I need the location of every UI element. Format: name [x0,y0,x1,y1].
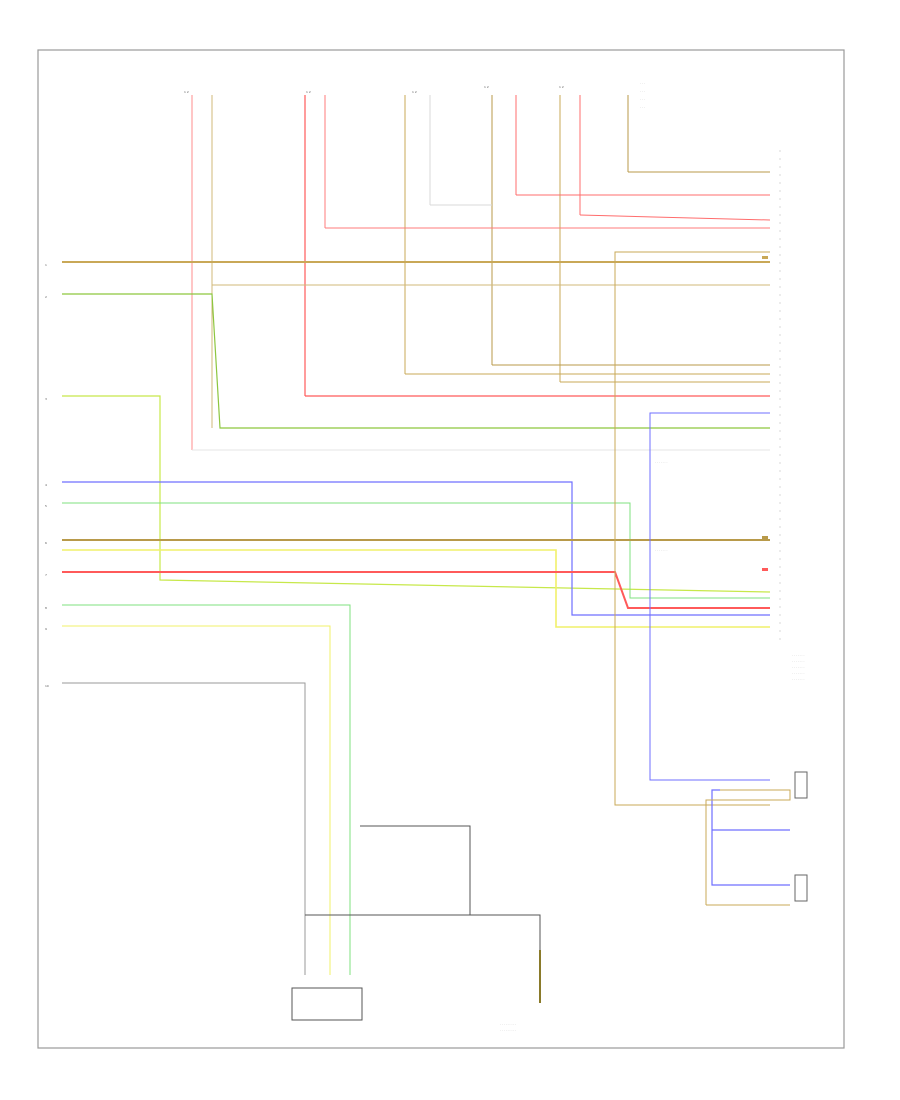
svg-text:· · · · · · ·: · · · · · · · [792,671,804,675]
svg-text:· · ·: · · · [640,105,645,109]
svg-text:3: 3 [45,397,47,401]
rear-right-speaker [705,771,808,905]
diagram-frame [37,49,845,1049]
svg-text:1 2: 1 2 [484,85,489,89]
svg-text:· · ·: · · · [640,97,645,101]
right-connector-labels: · · · · · · · · · · · · · · · · · · · · … [655,460,804,681]
svg-text:· · · · · · ·: · · · · · · · [792,659,804,663]
svg-text:9: 9 [45,627,47,631]
svg-text:· · · · · · ·: · · · · · · · [792,665,804,669]
svg-text:· · ·: · · · [640,81,645,85]
svg-text:· · · · · · ·: · · · · · · · [655,548,667,552]
connector-top-right: · · · · · · · · · · · · [640,81,645,109]
speaker-routing-wires [192,171,771,451]
speaker-driver-door: 1 2 [184,90,189,94]
left-wire-labels: 1 2 3 4 5 6 7 8 9 10 [45,263,49,688]
speaker-vertical-wires [191,95,629,450]
right-drop-wires [614,251,770,806]
svg-text:2: 2 [45,295,47,299]
svg-text:· · · · · · ·: · · · · · · · [655,460,667,464]
svg-text:5: 5 [45,504,47,508]
svg-text:1 2: 1 2 [412,90,417,94]
svg-text:· · · · · · ·: · · · · · · · [792,653,804,657]
rear-right-tweeter [706,830,808,906]
bottom-connector: · · · · · · · · · · · · · · · · · · [291,987,516,1032]
bottom-wires [305,825,541,1003]
svg-text:8: 8 [45,606,47,610]
svg-text:· · ·: · · · [640,89,645,93]
speaker-left-front: 1 2 [306,90,311,94]
svg-text:1 2: 1 2 [184,90,189,94]
svg-text:1 2: 1 2 [559,85,564,89]
right-connector-pins [762,150,781,640]
svg-text:1 2: 1 2 [306,90,311,94]
speaker-right-front-tweeter-2: 1 2 [559,85,564,89]
svg-text:10: 10 [45,684,49,688]
svg-text:7: 7 [45,573,47,577]
speaker-right-front-tweeter: 1 2 [412,90,417,94]
speaker-right-front: 1 2 [484,85,489,89]
svg-text:· · · · · · ·: · · · · · · · [792,677,804,681]
svg-text:1: 1 [45,263,47,267]
svg-text:· · · · · · · · ·: · · · · · · · · · [500,1022,516,1026]
svg-text:6: 6 [45,541,47,545]
svg-text:· · · · · · · · ·: · · · · · · · · · [500,1028,516,1032]
svg-text:4: 4 [45,483,47,487]
left-bus-wires [62,261,771,975]
